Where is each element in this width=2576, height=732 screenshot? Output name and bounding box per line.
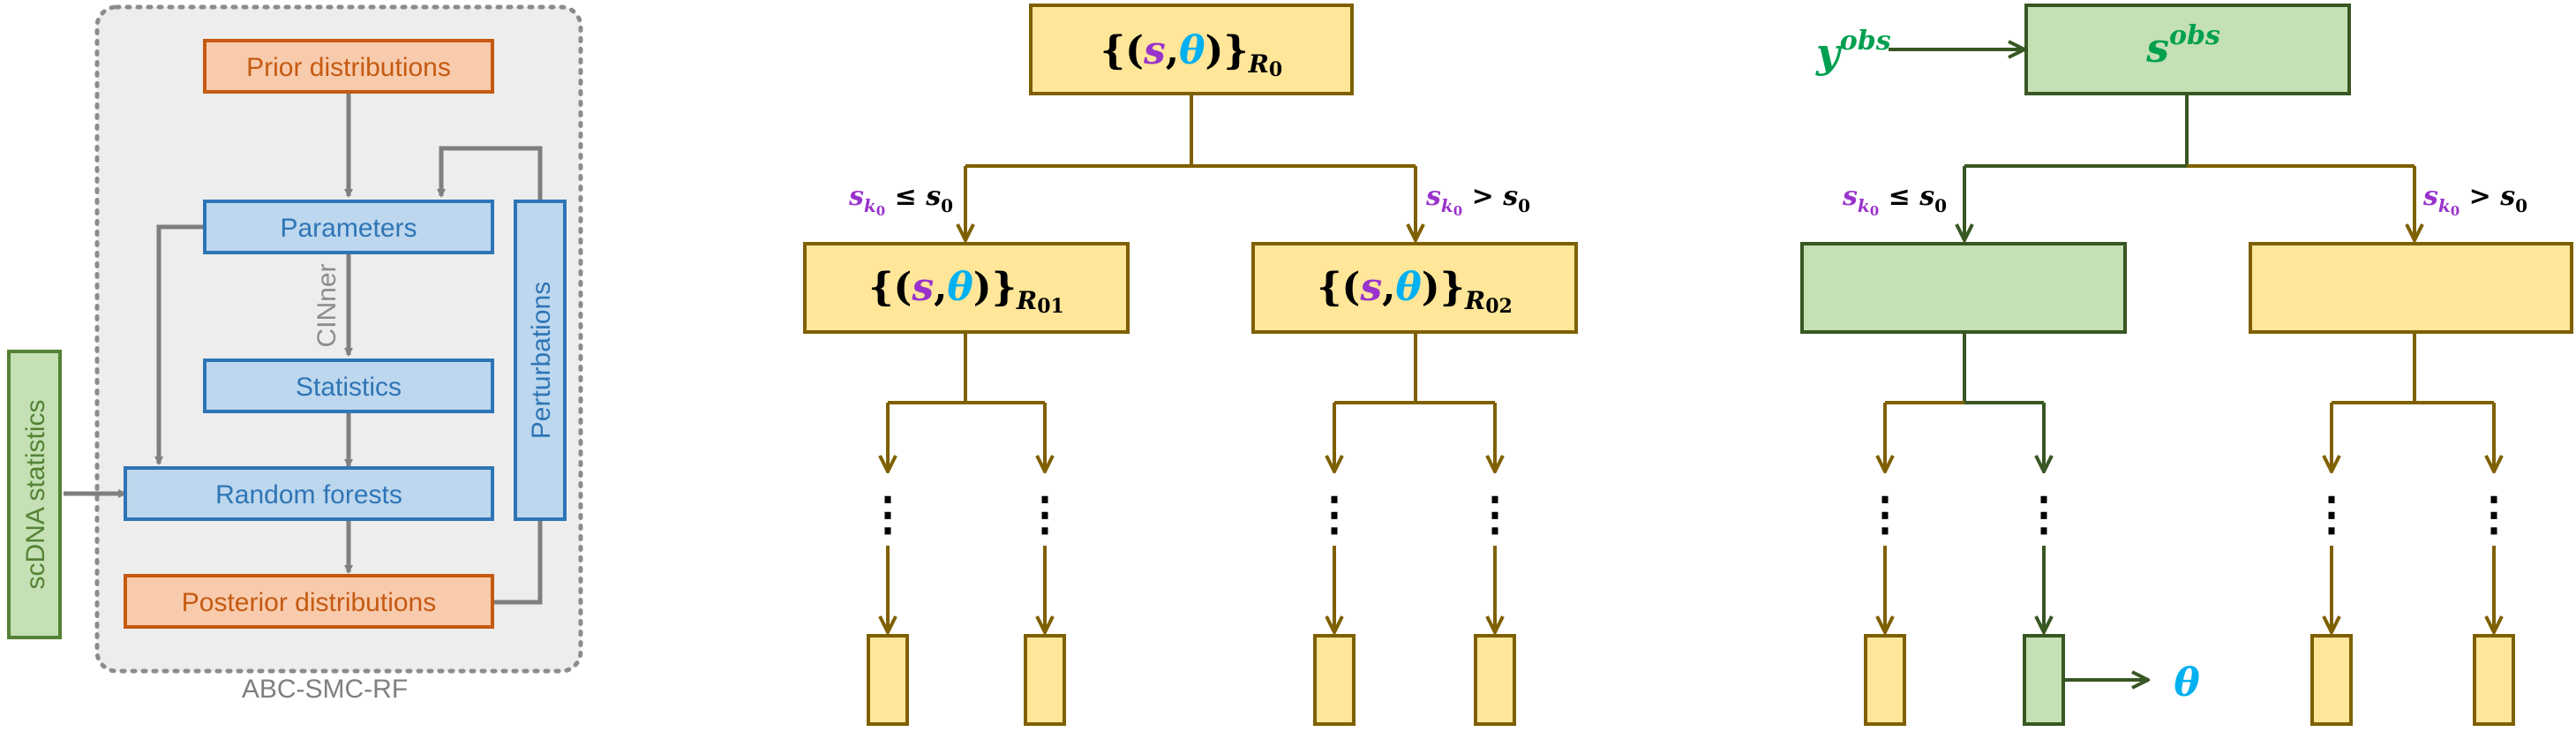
training-right-node	[1251, 242, 1578, 334]
statistics-label: Statistics	[296, 373, 402, 402]
prior-distributions-box	[203, 39, 494, 94]
prior-distributions-label: Prior distributions	[246, 53, 451, 82]
statistics-box	[203, 358, 494, 413]
line-posterior-to-perturbations	[492, 521, 543, 605]
prediction-right-node	[2249, 242, 2573, 334]
prediction-left-node	[1800, 242, 2127, 334]
scdna-statistics-box	[7, 350, 62, 639]
perturbations-box	[514, 200, 567, 521]
arrow-parameters-to-randomforests	[154, 224, 205, 465]
training-dots-3: ⋮	[1311, 487, 1357, 541]
training-root-node	[1029, 4, 1354, 95]
training-leaf-2	[1024, 634, 1066, 726]
prediction-tree: yobs sobs	[1800, 4, 2573, 726]
prediction-leaf-1	[1864, 634, 1906, 726]
prediction-split-left-label: sk0 ≤ s0	[1842, 181, 1947, 219]
prediction-dots-4: ⋮	[2471, 487, 2517, 541]
abc-smc-rf-panel: ABC-SMC-RF Prior distributions Parameter…	[7, 4, 583, 704]
training-dots-4: ⋮	[1472, 487, 1518, 541]
scdna-statistics-label: scDNA statistics	[21, 399, 50, 589]
prediction-dots-1: ⋮	[1862, 487, 1908, 541]
training-right-label: {(s,θ)}R02	[1317, 265, 1513, 318]
yobs-label: yobs	[1815, 26, 1891, 77]
training-root-label: {(s,θ)}R0	[1100, 28, 1282, 81]
random-forests-box	[124, 466, 494, 521]
prediction-leaf-2	[2023, 634, 2065, 726]
training-left-node	[803, 242, 1130, 334]
abc-arrows	[64, 92, 543, 605]
prediction-tree-edges	[1885, 94, 2494, 680]
arrow-perturbations-to-parameters	[437, 146, 543, 201]
theta-output-label: θ	[2174, 660, 2200, 706]
perturbations-label: Perturbations	[527, 282, 556, 439]
training-split-right-label: sk0 > s0	[1425, 181, 1530, 219]
training-leaf-4	[1474, 634, 1516, 726]
prediction-dots-2: ⋮	[2021, 487, 2067, 541]
training-tree: {(s,θ)}R0 sk0 ≤ s0 sk0 > s0 {(s,θ)}R01 {…	[803, 4, 1578, 726]
prediction-root-node	[2024, 4, 2351, 95]
parameters-box	[203, 200, 494, 254]
training-split-left-label: sk0 ≤ s0	[848, 181, 953, 219]
random-forests-label: Random forests	[215, 480, 402, 509]
training-left-label: {(s,θ)}R01	[868, 265, 1064, 318]
training-leaf-1	[867, 634, 909, 726]
prediction-leaf-3	[2310, 634, 2353, 726]
cinner-label: CINner	[312, 263, 342, 347]
sobs-label: sobs	[2145, 20, 2220, 72]
training-dots-2: ⋮	[1022, 487, 1068, 541]
abc-panel-caption: ABC-SMC-RF	[242, 675, 408, 704]
prediction-split-right-label: sk0 > s0	[2422, 181, 2527, 219]
training-leaf-3	[1313, 634, 1356, 726]
parameters-label: Parameters	[280, 214, 417, 243]
training-dots-1: ⋮	[865, 487, 911, 541]
posterior-distributions-box	[124, 574, 494, 629]
posterior-distributions-label: Posterior distributions	[182, 588, 436, 617]
prediction-dots-3: ⋮	[2309, 487, 2354, 541]
training-tree-edges	[888, 94, 1495, 632]
prediction-leaf-4	[2473, 634, 2515, 726]
